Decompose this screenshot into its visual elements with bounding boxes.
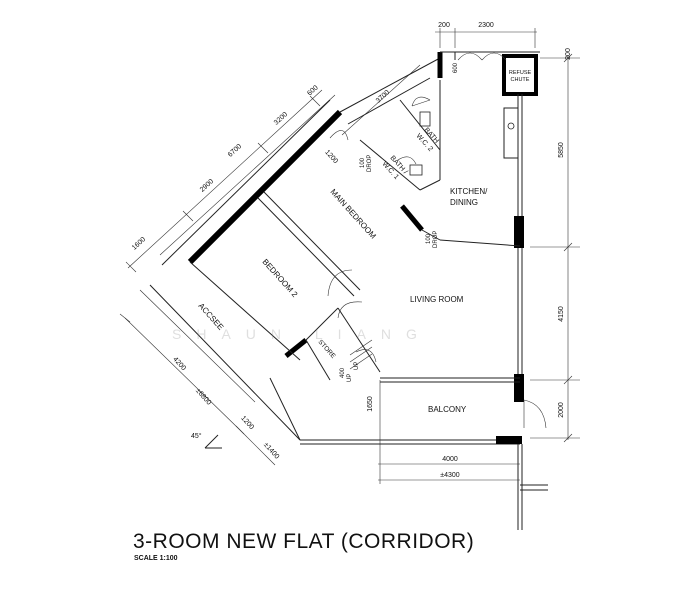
plan-title: 3-ROOM NEW FLAT (CORRIDOR) [133, 530, 475, 553]
label-kitchen-a: KITCHEN/ [450, 187, 488, 196]
bottom-dimension-chain: 4000 ±4300 [378, 380, 520, 484]
dim-low-4200: 4200 [171, 356, 187, 372]
plan-scale: SCALE 1:100 [134, 555, 178, 562]
label-main-bedroom: MAIN BEDROOM [329, 187, 378, 241]
doors [327, 52, 547, 429]
dim-right-2000: 2000 [558, 402, 565, 418]
label-refuse-chute-b: CHUTE [511, 77, 530, 83]
dim-diag-600: 600 [306, 84, 319, 97]
angle-note: 45° [191, 433, 202, 440]
dim-top-right-200: 200 [565, 48, 572, 60]
lower-diagonal-dimensions: 4200 ±6800 1200 ±1400 1650 [119, 289, 374, 466]
dim-top-200: 200 [438, 22, 450, 29]
dim-low-1200: 1200 [239, 415, 255, 431]
label-drop-1-b: DROP [367, 155, 373, 172]
label-drop-1-a: 100 [360, 157, 366, 168]
dim-bottom-4300: ±4300 [440, 472, 460, 479]
dim-bottom-4000: 4000 [442, 456, 458, 463]
dim-diag-1600: 1600 [131, 236, 147, 252]
angle-symbol [204, 434, 222, 449]
top-dimension-chain: 200 2300 600 [435, 22, 537, 73]
dim-right-4150: 4150 [558, 306, 565, 322]
label-drop-2-b: DROP [433, 231, 439, 248]
dim-low-6800: ±6800 [194, 387, 212, 406]
walls [149, 51, 548, 530]
label-kitchen-b: DINING [450, 198, 478, 207]
dim-diag-3200: 3200 [273, 111, 289, 127]
room-labels: BATH W.C. 2 BATH / W.C. 1 REFUSE CHUTE K… [197, 70, 532, 414]
label-living-room: LIVING ROOM [410, 295, 464, 304]
dim-diag-2900: 2900 [199, 178, 215, 194]
dim-vert-600: 600 [453, 62, 459, 73]
dim-top-2300: 2300 [478, 22, 494, 29]
fixtures [349, 107, 519, 370]
label-refuse-chute-a: REFUSE [509, 70, 532, 76]
label-up-1: UP [347, 374, 353, 382]
label-step-400: 400 [340, 367, 346, 378]
label-bedroom-2: BEDROOM 2 [261, 257, 300, 299]
label-balcony: BALCONY [428, 405, 467, 414]
watermark: SHAUN LIANG [172, 326, 432, 342]
dim-right-5850: 5850 [558, 142, 565, 158]
dim-low-1400: ±1400 [262, 441, 280, 460]
label-up-2: UP [354, 362, 360, 370]
diagonal-dimensions: 1600 2900 6700 3200 600 3700 1200 [125, 64, 421, 273]
right-dimension-chain: 5850 4150 2000 200 [530, 48, 580, 443]
dim-1200-top: 1200 [323, 149, 339, 165]
dim-diag-6700: 6700 [227, 143, 243, 159]
label-drop-2-a: 100 [426, 233, 432, 244]
dim-low-1650: 1650 [367, 396, 374, 412]
